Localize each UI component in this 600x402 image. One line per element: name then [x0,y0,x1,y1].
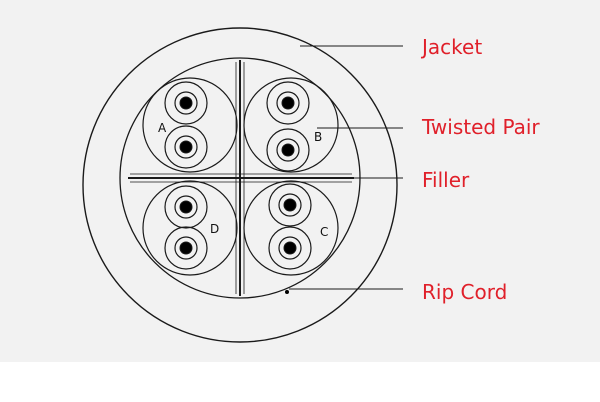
cable-cross-section: A B D C [82,27,403,343]
rip-cord-dot [285,290,289,294]
twisted-pair-d [142,180,238,276]
jacket-label: Jacket [422,35,483,59]
pair-label-c: C [320,225,328,239]
twisted-pair-label: Twisted Pair [422,115,540,139]
twisted-pair-c [243,180,339,276]
pair-label-d: D [210,222,219,236]
pair-label-b: B [314,130,322,144]
pair-label-a: A [158,121,167,135]
rip-cord-label: Rip Cord [422,280,508,304]
filler-label: Filler [422,168,470,192]
filler-cross [128,60,354,296]
twisted-pair-a [142,77,238,173]
cable-cross-section-diagram: A B D C Jacket Twisted Pair Filler Rip C… [0,0,600,362]
jacket-outer-circle [82,27,398,343]
twisted-pair-b [243,77,339,173]
